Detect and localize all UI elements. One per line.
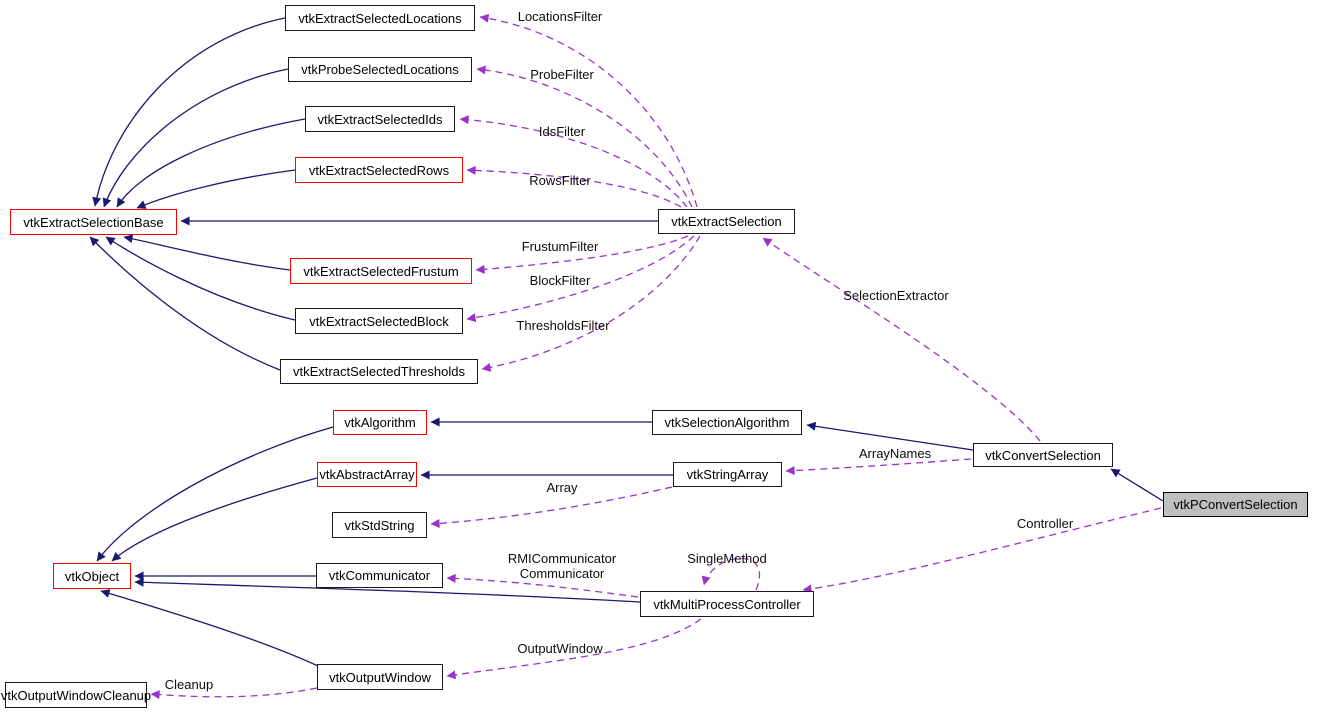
node-vtkcommunicator[interactable]: vtkCommunicator bbox=[316, 563, 443, 588]
edge-outputwindow-usage bbox=[446, 618, 702, 680]
edge-label-probefilter: ProbeFilter bbox=[530, 67, 594, 82]
edge-label-frustumfilter: FrustumFilter bbox=[521, 239, 599, 254]
node-vtkextractselectedrows[interactable]: vtkExtractSelectedRows bbox=[295, 157, 463, 183]
edge-ids-base bbox=[116, 118, 306, 208]
edge-label-outputwindow: OutputWindow bbox=[517, 641, 603, 656]
edge-probe-base bbox=[102, 68, 289, 208]
edge-label-array: Array bbox=[546, 480, 578, 495]
edge-label-locationsfilter: LocationsFilter bbox=[517, 9, 603, 24]
edge-block-base bbox=[105, 236, 296, 321]
node-vtkextractselectedthresholds[interactable]: vtkExtractSelectedThresholds bbox=[280, 359, 478, 384]
edge-multiprocess-object bbox=[134, 577, 641, 603]
node-vtkalgorithm[interactable]: vtkAlgorithm bbox=[333, 410, 427, 435]
node-vtkextractselection[interactable]: vtkExtractSelection bbox=[658, 209, 795, 234]
node-vtkoutputwindow[interactable]: vtkOutputWindow bbox=[317, 664, 443, 690]
edge-pconvert-convertselection bbox=[1110, 468, 1164, 502]
edge-algorithm-object bbox=[96, 426, 334, 562]
edge-label-thresholdsfilter: ThresholdsFilter bbox=[516, 318, 610, 333]
node-vtkextractselectedlocations[interactable]: vtkExtractSelectedLocations bbox=[285, 5, 475, 31]
node-vtkselectionalgorithm[interactable]: vtkSelectionAlgorithm bbox=[652, 410, 802, 435]
node-vtkobject[interactable]: vtkObject bbox=[53, 563, 131, 589]
edge-array bbox=[430, 486, 673, 528]
edge-label-communicator: Communicator bbox=[519, 566, 605, 581]
node-vtkextractselectionbase[interactable]: vtkExtractSelectionBase bbox=[10, 209, 177, 235]
edge-outputwindow-object bbox=[100, 589, 319, 667]
node-vtkoutputwindowcleanup[interactable]: vtkOutputWindowCleanup bbox=[1, 682, 151, 708]
edge-idsfilter bbox=[459, 115, 688, 208]
edge-label-blockfilter: BlockFilter bbox=[529, 273, 591, 288]
edge-abstractarray-object bbox=[111, 477, 318, 562]
edge-rowsfilter bbox=[466, 165, 682, 208]
edge-cleanup bbox=[150, 687, 318, 700]
edge-singlemethod-loop bbox=[701, 557, 761, 591]
node-vtkstdstring[interactable]: vtkStdString bbox=[332, 512, 427, 538]
edge-thresholds-base bbox=[89, 236, 281, 371]
node-vtkextractselectedblock[interactable]: vtkExtractSelectedBlock bbox=[295, 308, 463, 334]
edge-label-rmicommunicator: RMICommunicator bbox=[507, 551, 617, 566]
edge-rows-base bbox=[136, 169, 296, 209]
edge-probefilter bbox=[476, 65, 693, 208]
node-vtkextractselectedids[interactable]: vtkExtractSelectedIds bbox=[305, 106, 455, 132]
node-vtkmultiprocesscontroller[interactable]: vtkMultiProcessController bbox=[640, 591, 814, 617]
edge-communicators bbox=[446, 573, 639, 598]
node-vtkabstractarray[interactable]: vtkAbstractArray bbox=[317, 462, 417, 487]
edge-label-cleanup: Cleanup bbox=[164, 677, 214, 692]
edge-blockfilter bbox=[466, 235, 695, 323]
edge-locationsfilter bbox=[479, 13, 698, 208]
node-vtkstringarray[interactable]: vtkStringArray bbox=[673, 462, 782, 487]
node-vtkprobeselectedlocations[interactable]: vtkProbeSelectedLocations bbox=[288, 57, 472, 82]
node-vtkextractselectedfrustum[interactable]: vtkExtractSelectedFrustum bbox=[290, 258, 472, 284]
edge-selectionextractor bbox=[762, 237, 1041, 442]
edge-label-rowsfilter: RowsFilter bbox=[529, 173, 591, 188]
edge-locations-base bbox=[92, 17, 286, 207]
edge-frustumfilter bbox=[475, 235, 689, 274]
edge-label-communicators: RMICommunicator Communicator bbox=[508, 551, 616, 581]
edge-frustum-base bbox=[123, 234, 291, 271]
edge-label-controller: Controller bbox=[1016, 516, 1074, 531]
edge-controller bbox=[802, 507, 1162, 594]
edge-label-singlemethod: SingleMethod bbox=[687, 551, 767, 566]
node-vtkconvertselection[interactable]: vtkConvertSelection bbox=[973, 443, 1113, 467]
edge-convertselection-selectionalgorithm bbox=[806, 421, 974, 451]
node-vtkpconvertselection: vtkPConvertSelection bbox=[1163, 492, 1308, 517]
edge-thresholdsfilter bbox=[481, 235, 701, 372]
edge-label-idsfilter: IdsFilter bbox=[538, 124, 586, 139]
edge-label-selectionextractor: SelectionExtractor bbox=[843, 288, 949, 303]
edge-label-arraynames: ArrayNames bbox=[858, 446, 932, 461]
